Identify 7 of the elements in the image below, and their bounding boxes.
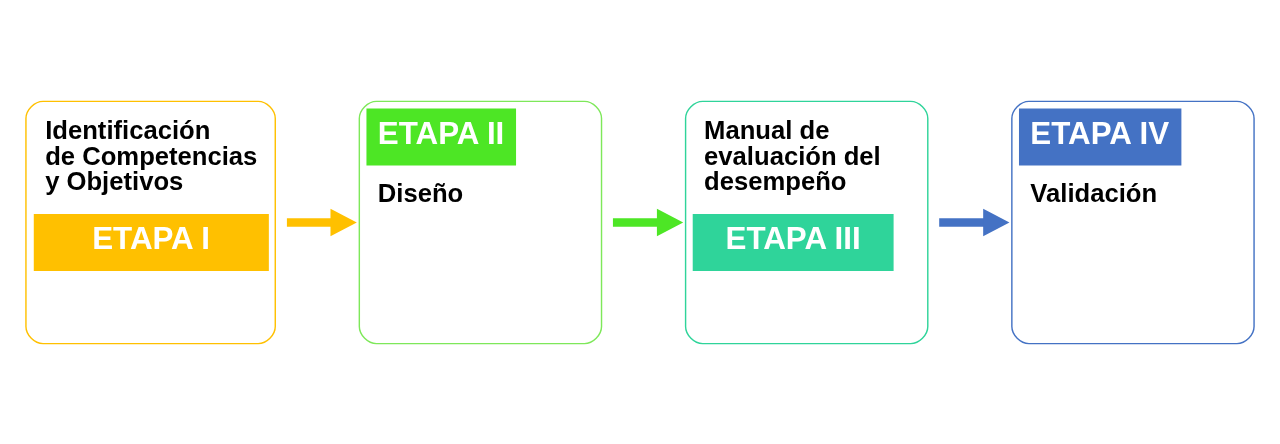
node-box: ETAPA IV Validación <box>1011 100 1255 344</box>
arrow <box>939 208 1010 236</box>
node-box: Identificación de Competencias y Objetivos ETAPA I <box>25 100 276 344</box>
arrow <box>286 208 357 236</box>
node-box: ETAPA II Diseño <box>358 100 603 344</box>
node-box: Manual de evaluación del desempeño ETAPA III <box>684 100 929 344</box>
arrow <box>612 208 684 236</box>
